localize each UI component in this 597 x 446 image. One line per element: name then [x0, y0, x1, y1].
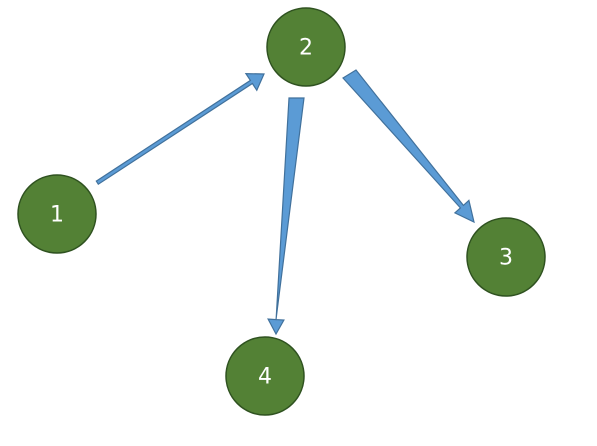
arrow-1-to-2	[95, 72, 265, 186]
node-2-label: 2	[299, 36, 313, 61]
arrow-2-to-4	[267, 97, 305, 336]
node-3-label: 3	[499, 246, 513, 271]
node-1-circle	[17, 174, 97, 254]
node-2-circle	[266, 7, 346, 87]
node-2: 2	[266, 7, 346, 87]
arrow-2-to-3	[342, 69, 475, 224]
node-4-label: 4	[258, 365, 272, 390]
node-1-label: 1	[50, 203, 64, 228]
node-4-circle	[225, 336, 305, 416]
node-3: 3	[466, 217, 546, 297]
node-1: 1	[17, 174, 97, 254]
node-3-circle	[466, 217, 546, 297]
node-4: 4	[225, 336, 305, 416]
